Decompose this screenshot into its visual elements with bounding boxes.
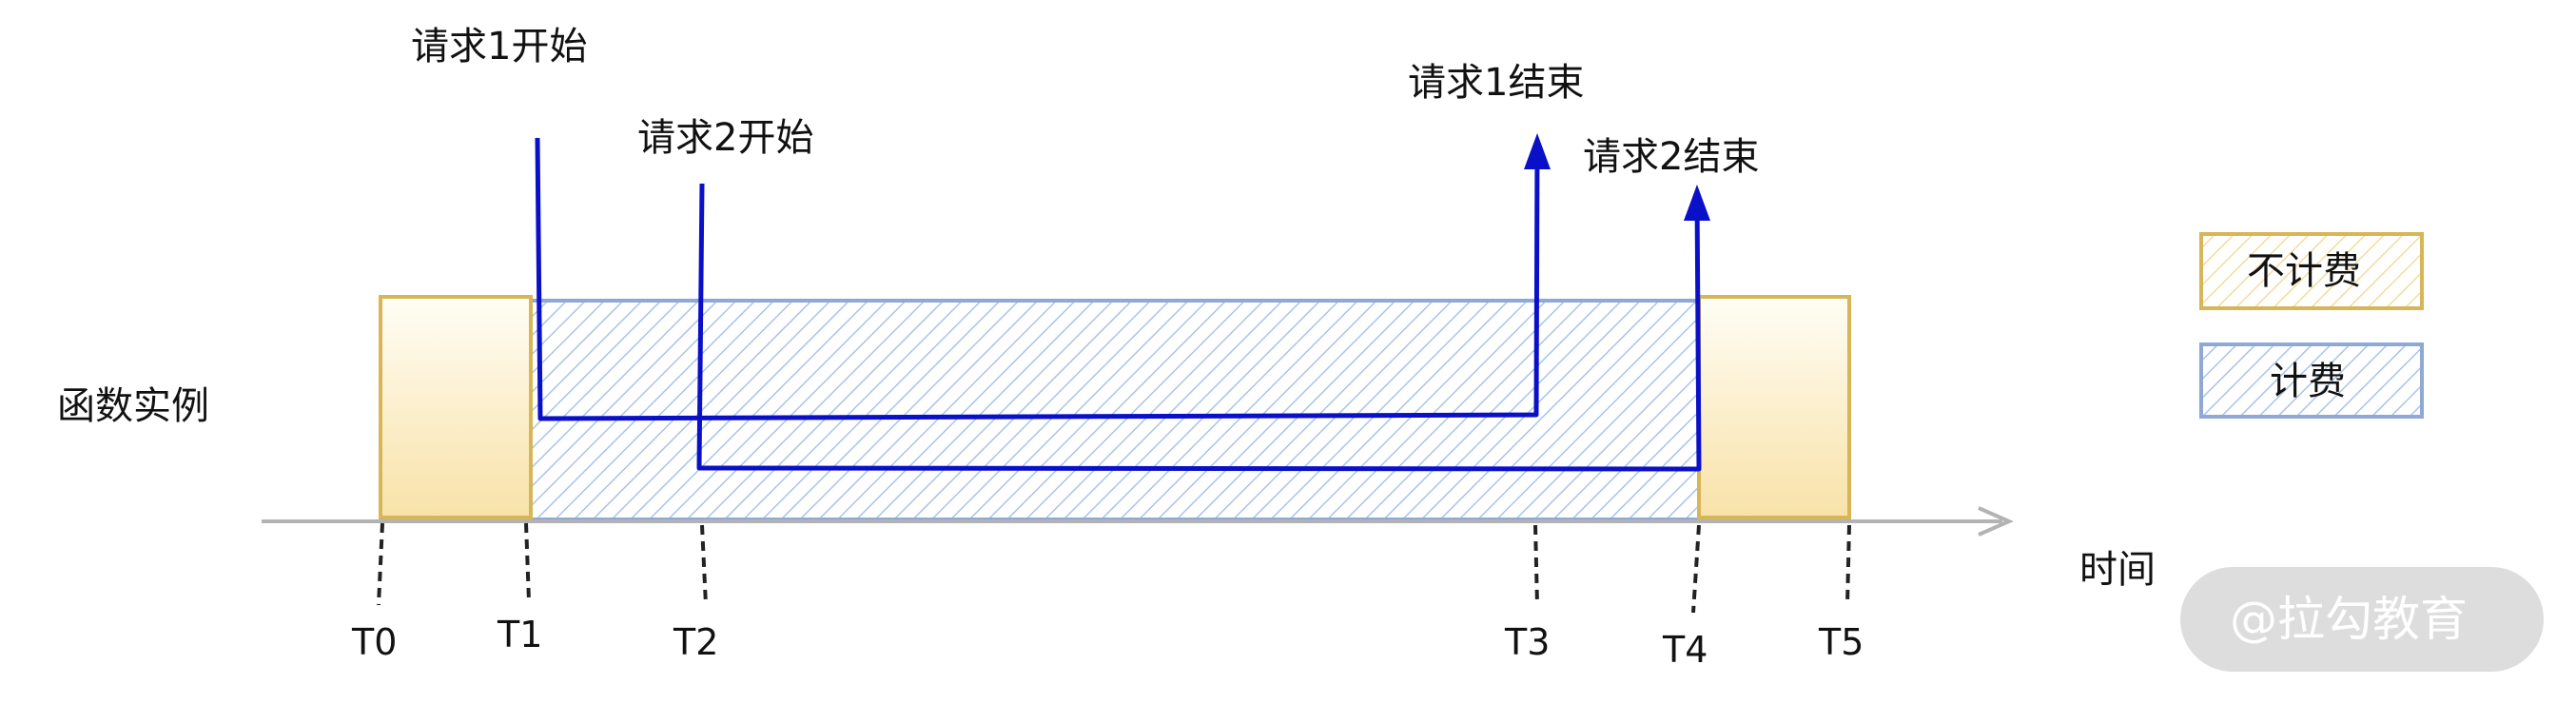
request-1-start-label: 请求1开始 bbox=[411, 25, 587, 68]
tick-label-t2: T2 bbox=[673, 621, 718, 663]
tick-mark-t2 bbox=[700, 524, 708, 606]
watermark-text: @拉勾教育 bbox=[2230, 592, 2468, 647]
tick-mark-t3 bbox=[1533, 524, 1539, 606]
legend: 不计费 计费 bbox=[2199, 232, 2424, 419]
time-axis-label: 时间 bbox=[2079, 548, 2156, 592]
unbilled-start-box bbox=[379, 295, 533, 519]
time-axis-arrow-icon bbox=[1978, 506, 2014, 537]
request-2-start-label: 请求2开始 bbox=[637, 116, 813, 160]
tick-mark-t5 bbox=[1845, 524, 1851, 606]
tick-label-t0: T0 bbox=[351, 621, 397, 663]
tick-label-t1: T1 bbox=[497, 614, 542, 655]
function-instance-label: 函数实例 bbox=[57, 384, 209, 428]
request-2-path bbox=[696, 183, 1702, 472]
request-1-path bbox=[535, 137, 1540, 421]
tick-mark-t4 bbox=[1691, 524, 1701, 614]
tick-label-t4: T4 bbox=[1662, 629, 1708, 671]
request-2-end-arrow-icon bbox=[1684, 185, 1710, 221]
legend-unbilled-label: 不计费 bbox=[2247, 249, 2361, 293]
tick-mark-t1 bbox=[524, 522, 531, 602]
legend-billed-swatch bbox=[2199, 342, 2424, 419]
request-2-end-label: 请求2结束 bbox=[1583, 135, 1759, 179]
tick-mark-t0 bbox=[377, 522, 384, 606]
unbilled-end-box bbox=[1697, 295, 1851, 519]
request-1-end-arrow-icon bbox=[1524, 133, 1551, 169]
tick-marks bbox=[377, 522, 1851, 614]
legend-billed-label: 计费 bbox=[2270, 360, 2346, 403]
request-1-end-label: 请求1结束 bbox=[1408, 61, 1584, 105]
tick-label-t5: T5 bbox=[1818, 621, 1864, 663]
tick-label-t3: T3 bbox=[1504, 621, 1550, 663]
billed-region bbox=[527, 299, 1701, 521]
legend-unbilled-swatch bbox=[2199, 232, 2424, 310]
watermark: @拉勾教育 bbox=[2180, 567, 2544, 672]
watermark-pill bbox=[2180, 567, 2544, 672]
